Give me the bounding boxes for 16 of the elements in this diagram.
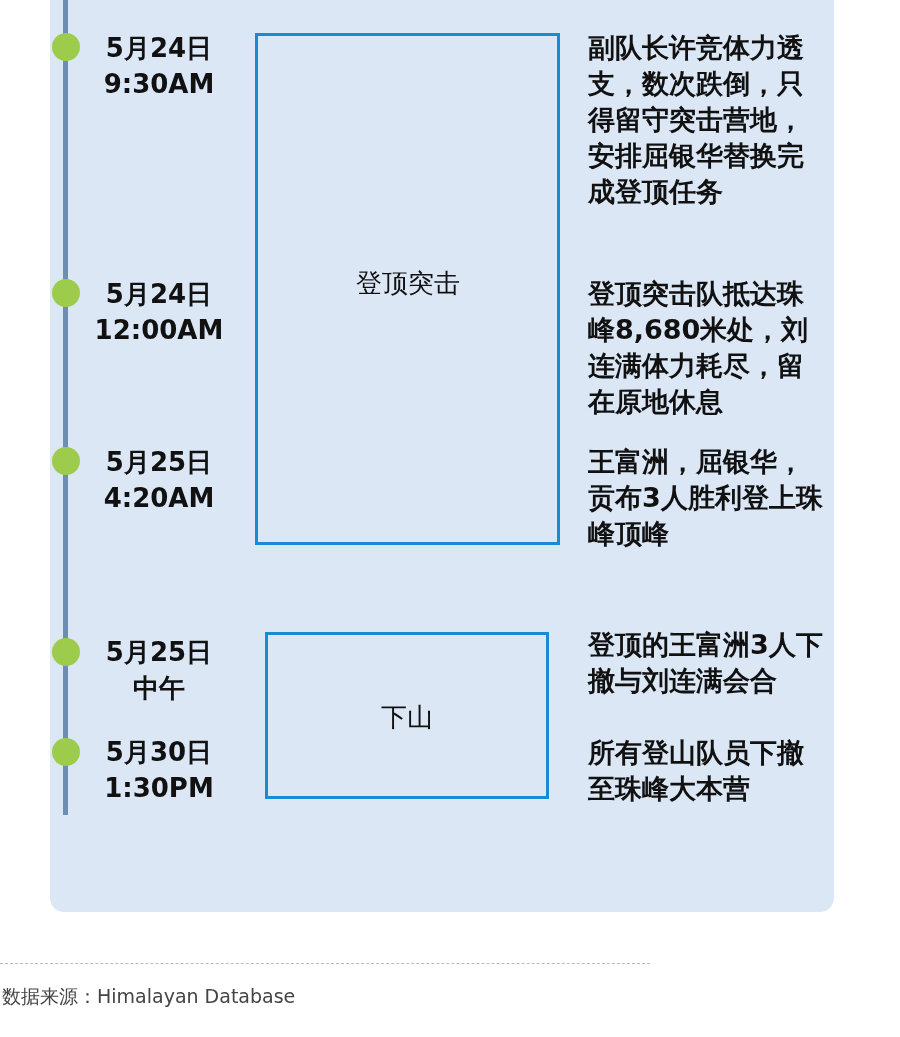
phase-box xyxy=(265,632,549,799)
event-description: 副队长许竞体力透支，数次跌倒，只得留守突击营地，安排屈银华替换完成登顶任务 xyxy=(588,31,805,209)
phase-box xyxy=(255,33,560,545)
event-description: 登顶突击队抵达珠峰8,680米处，刘连满体力耗尽，留在原地休息 xyxy=(588,277,810,419)
date-label: 5月30日 1:30PM xyxy=(103,736,215,805)
date-label: 5月24日 9:30AM xyxy=(102,32,216,101)
phase-label: 下山 xyxy=(380,701,434,734)
panel-background xyxy=(50,0,834,912)
phase-label: 登顶突击 xyxy=(354,267,461,300)
date-label: 5月25日 4:20AM xyxy=(102,446,216,515)
event-description: 登顶的王富洲3人下撤与刘连满会合 xyxy=(588,628,824,698)
event-description: 王富洲，屈银华，贡布3人胜利登上珠峰顶峰 xyxy=(588,445,824,551)
event-description: 所有登山队员下撤至珠峰大本营 xyxy=(588,736,805,806)
source-note: 数据来源：Himalayan Database xyxy=(2,984,296,1009)
date-label: 5月25日中午 xyxy=(104,636,214,705)
date-label: 5月24日 12:00AM xyxy=(93,278,225,347)
